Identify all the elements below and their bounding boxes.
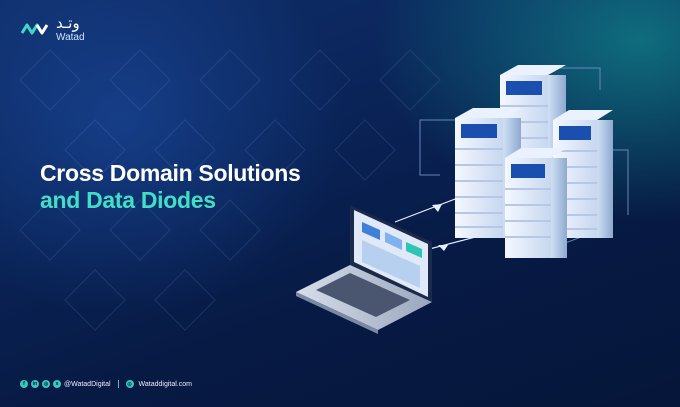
laptop-keyboard — [316, 273, 410, 317]
globe-icon: ⊕ — [125, 380, 134, 388]
laptop-dashboard — [362, 222, 422, 288]
headline-line-1: Cross Domain Solutions — [40, 160, 301, 186]
x-icon[interactable]: x — [53, 380, 61, 388]
social-handle[interactable]: @WatadDigital — [64, 380, 111, 388]
facebook-icon[interactable]: f — [20, 380, 28, 388]
logo-english-text: Watad — [56, 32, 85, 43]
website-link[interactable]: Wataddigital.com — [138, 380, 192, 388]
server-rack-front — [505, 148, 567, 258]
footer: f in ◎ x @WatadDigital ⊕ Wataddigital.co… — [20, 380, 192, 388]
page-title: Cross Domain Solutions and Data Diodes — [40, 160, 301, 214]
brand-logo[interactable]: وتـد Watad — [20, 16, 85, 43]
instagram-icon[interactable]: ◎ — [42, 380, 50, 388]
laptop-edge — [296, 292, 378, 334]
linkedin-icon[interactable]: in — [31, 380, 39, 388]
watad-logo-icon — [20, 23, 49, 34]
laptop — [296, 205, 432, 334]
logo-arabic-text: وتـد — [56, 14, 80, 32]
headline-line-2: and Data Diodes — [40, 187, 216, 213]
logo-wordmark: وتـد Watad — [56, 16, 85, 43]
footer-divider — [117, 380, 119, 388]
